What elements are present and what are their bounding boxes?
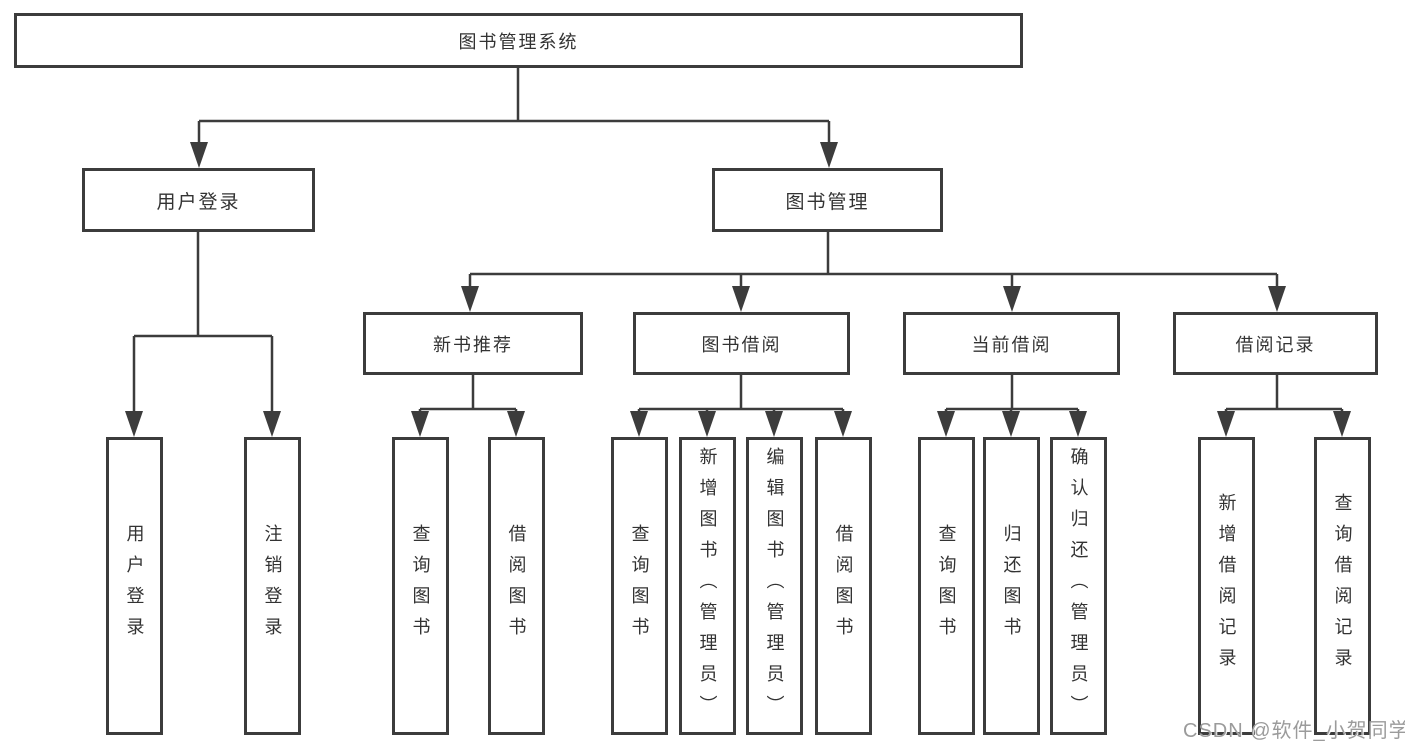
connector-bb-split bbox=[637, 375, 845, 414]
node-root-label: 图书管理系统 bbox=[458, 31, 579, 52]
leaf-bb-edit-books: 编辑图书（管理员） bbox=[746, 437, 803, 735]
arrowhead-cb-query bbox=[937, 411, 955, 437]
arrowhead-current-borrow bbox=[1003, 286, 1021, 312]
node-book-borrow: 图书借阅 bbox=[633, 312, 850, 375]
leaf-user-login-label: 用户登录 bbox=[124, 524, 145, 648]
node-borrow-records-label: 借阅记录 bbox=[1235, 334, 1316, 355]
csdn-watermark: CSDN @软件_小贺同学 bbox=[1183, 720, 1405, 742]
leaf-cb-query-books: 查询图书 bbox=[918, 437, 975, 735]
leaf-br-query-record: 查询借阅记录 bbox=[1314, 437, 1371, 735]
arrowhead-cb-confirm bbox=[1069, 411, 1087, 437]
node-current-borrow-label: 当前借阅 bbox=[971, 334, 1052, 355]
arrowhead-br-query bbox=[1333, 411, 1351, 437]
leaf-rec-borrow-books: 借阅图书 bbox=[488, 437, 545, 735]
node-book-borrow-label: 图书借阅 bbox=[701, 334, 782, 355]
leaf-bb-borrow-books: 借阅图书 bbox=[815, 437, 872, 735]
arrowhead-bb-edit bbox=[765, 411, 783, 437]
arrowhead-bb-add bbox=[698, 411, 716, 437]
leaf-user-login: 用户登录 bbox=[106, 437, 163, 735]
arrowhead-rec-borrow bbox=[507, 411, 525, 437]
node-book-mgmt: 图书管理 bbox=[712, 168, 943, 232]
leaf-bb-borrow-books-label: 借阅图书 bbox=[833, 524, 854, 648]
node-root-system: 图书管理系统 bbox=[14, 13, 1023, 68]
node-user-login-label: 用户登录 bbox=[156, 191, 241, 213]
arrowhead-leaf-logout bbox=[263, 411, 281, 437]
leaf-logout-label: 注销登录 bbox=[262, 524, 283, 648]
node-user-login: 用户登录 bbox=[82, 168, 315, 232]
leaf-cb-return-books: 归还图书 bbox=[983, 437, 1040, 735]
arrowhead-book-borrow bbox=[732, 286, 750, 312]
connector-cb-split bbox=[944, 375, 1080, 414]
node-new-book-rec-label: 新书推荐 bbox=[433, 334, 513, 355]
leaf-cb-query-books-label: 查询图书 bbox=[936, 524, 957, 648]
node-borrow-records: 借阅记录 bbox=[1173, 312, 1378, 375]
leaf-rec-query-books-label: 查询图书 bbox=[410, 524, 431, 648]
arrowhead-bb-query bbox=[630, 411, 648, 437]
leaf-rec-query-books: 查询图书 bbox=[392, 437, 449, 735]
leaf-cb-confirm-return: 确认归还（管理员） bbox=[1050, 437, 1107, 735]
leaf-logout: 注销登录 bbox=[244, 437, 301, 735]
arrowhead-cb-return bbox=[1002, 411, 1020, 437]
node-book-mgmt-label: 图书管理 bbox=[785, 191, 870, 213]
leaf-br-add-record: 新增借阅记录 bbox=[1198, 437, 1255, 735]
leaf-br-add-record-label: 新增借阅记录 bbox=[1216, 493, 1237, 679]
arrowhead-br-add bbox=[1217, 411, 1235, 437]
node-new-book-rec: 新书推荐 bbox=[363, 312, 583, 375]
arrowhead-bb-borrow bbox=[834, 411, 852, 437]
leaf-bb-add-books-label: 新增图书（管理员） bbox=[697, 446, 718, 726]
leaf-cb-confirm-return-label: 确认归还（管理员） bbox=[1068, 446, 1089, 726]
leaf-bb-query-books-label: 查询图书 bbox=[629, 524, 650, 648]
leaf-bb-query-books: 查询图书 bbox=[611, 437, 668, 735]
connector-root-split bbox=[197, 68, 831, 146]
leaf-bb-edit-books-label: 编辑图书（管理员） bbox=[764, 446, 785, 726]
leaf-rec-borrow-books-label: 借阅图书 bbox=[506, 524, 527, 648]
arrowhead-leaf-user-login bbox=[125, 411, 143, 437]
arrowhead-new-book-rec bbox=[461, 286, 479, 312]
node-current-borrow: 当前借阅 bbox=[903, 312, 1120, 375]
connector-login-split bbox=[132, 232, 274, 414]
leaf-bb-add-books: 新增图书（管理员） bbox=[679, 437, 736, 735]
leaf-cb-return-books-label: 归还图书 bbox=[1001, 524, 1022, 648]
arrowhead-book-mgmt bbox=[820, 142, 838, 168]
connector-mgmt-split bbox=[468, 232, 1279, 288]
connector-br-split bbox=[1224, 375, 1344, 414]
arrowhead-user-login bbox=[190, 142, 208, 168]
arrowhead-borrow-records bbox=[1268, 286, 1286, 312]
leaf-br-query-record-label: 查询借阅记录 bbox=[1332, 493, 1353, 679]
connector-rec-split bbox=[418, 375, 518, 414]
arrowhead-rec-query bbox=[411, 411, 429, 437]
